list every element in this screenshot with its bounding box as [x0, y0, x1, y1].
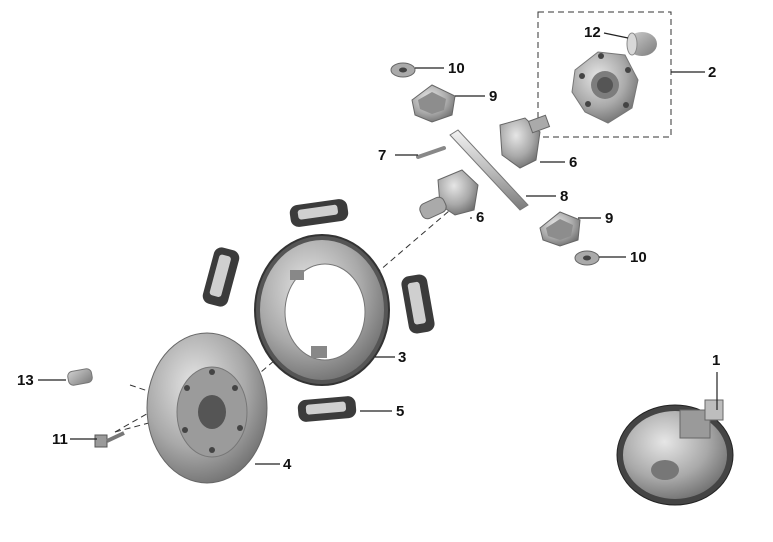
sleeve-part-13 [67, 368, 93, 386]
assembly-part-1 [616, 399, 734, 506]
clutch-plate-part-4 [146, 332, 268, 484]
callout-12: 12 [584, 24, 601, 41]
callout-2: 2 [708, 64, 717, 81]
item-2-group-box [537, 11, 672, 138]
pinion-gear-part-6-left [419, 169, 479, 220]
ring-gear-part-3 [254, 234, 390, 386]
callout-6-right: 6 [569, 154, 578, 171]
callout-leader-lines [38, 32, 718, 465]
callout-5: 5 [396, 403, 405, 420]
damper-part-5-top [289, 199, 349, 227]
callout-8: 8 [560, 188, 569, 205]
damper-part-5-bottom [297, 396, 357, 422]
callout-9-top: 9 [489, 88, 498, 105]
callout-7: 7 [378, 147, 387, 164]
damper-part-5-left [202, 247, 240, 307]
shaft-part-8 [449, 129, 529, 211]
bevel-gear-part-9-top [411, 84, 456, 123]
callout-6-left: 6 [476, 209, 485, 226]
callout-3: 3 [398, 349, 407, 366]
damper-part-5-right [401, 274, 435, 334]
callout-13: 13 [17, 372, 34, 389]
bevel-gear-part-9-bottom [539, 211, 581, 247]
pinion-gear-part-6-right [499, 114, 551, 169]
washer-part-10-bottom [574, 250, 600, 266]
callout-11: 11 [52, 431, 68, 448]
callout-10-bottom: 10 [630, 249, 647, 266]
callout-9-bottom: 9 [605, 210, 614, 227]
callout-10-top: 10 [448, 60, 465, 77]
pin-part-7 [416, 146, 446, 159]
callout-4: 4 [283, 456, 292, 473]
bushing-part-12 [626, 32, 657, 56]
washer-part-10-top [390, 62, 416, 78]
screw-part-11 [94, 431, 125, 448]
housing-cap-part-2 [571, 51, 639, 124]
callout-1: 1 [712, 352, 721, 369]
